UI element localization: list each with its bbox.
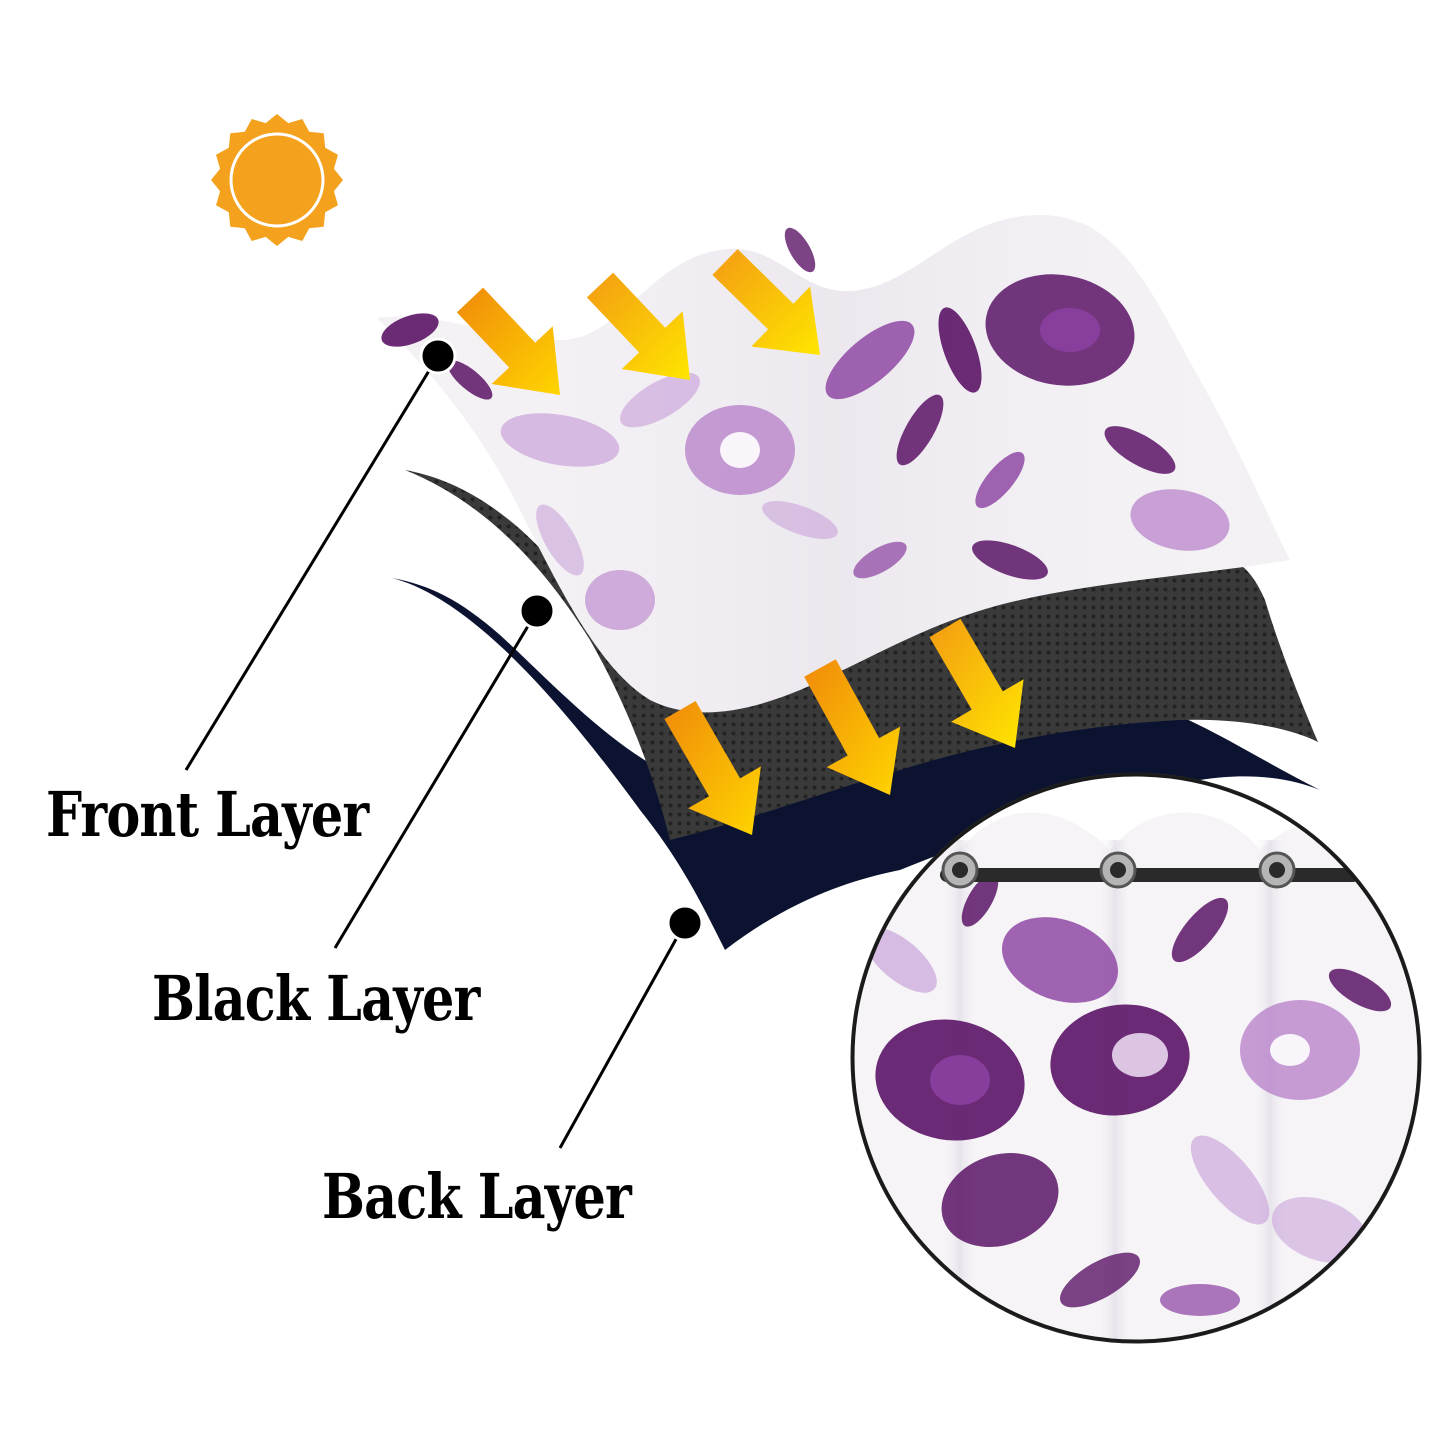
- floral-shape: [1060, 1252, 1140, 1308]
- sun-icon: [211, 114, 343, 246]
- floral-shape: [1190, 1135, 1270, 1225]
- floral-shape: [585, 570, 655, 630]
- floral-shape: [720, 432, 760, 468]
- floral-shape: [1160, 1284, 1240, 1316]
- floral-shape: [784, 227, 816, 273]
- floral-shape: [896, 394, 944, 466]
- floral-shape: [975, 451, 1025, 509]
- floral-shape: [381, 313, 439, 347]
- floral-shape: [1104, 426, 1176, 474]
- floral-shape: [1328, 968, 1392, 1012]
- floral-shape: [1040, 308, 1100, 352]
- floral-shape: [1112, 1033, 1168, 1077]
- back-layer-label: Back Layer: [322, 1160, 632, 1233]
- light-arrow-icon: [712, 249, 820, 355]
- floral-shape: [447, 360, 493, 400]
- floral-shape: [762, 501, 838, 539]
- leader-front: [184, 337, 457, 771]
- light-arrow-icon: [664, 701, 761, 835]
- floral-shape: [1171, 897, 1229, 963]
- light-arrow-icon: [456, 287, 560, 395]
- floral-shape: [872, 1269, 948, 1311]
- leader-black: [333, 592, 556, 949]
- floral-shape: [1270, 1034, 1310, 1066]
- black-layer-label: Black Layer: [152, 962, 480, 1035]
- floral-shape: [853, 541, 907, 579]
- floral-shape: [620, 372, 700, 428]
- light-arrows: [456, 249, 1024, 835]
- front-layer-label: Front Layer: [46, 778, 369, 851]
- leader-back: [558, 904, 704, 1149]
- floral-shape: [1130, 489, 1230, 551]
- floral-shape: [825, 320, 915, 400]
- floral-shape: [972, 540, 1048, 580]
- floral-shape: [1001, 917, 1119, 1003]
- light-arrow-icon: [929, 618, 1024, 748]
- floral-shape: [863, 927, 937, 993]
- floral-shape: [930, 1055, 990, 1105]
- curtain-inset: [850, 772, 1422, 1344]
- floral-shape: [941, 1152, 1059, 1248]
- floral-shape: [961, 873, 999, 927]
- floral-shape: [536, 504, 584, 576]
- floral-shape: [1271, 1197, 1369, 1263]
- front-layer: [377, 215, 1290, 713]
- floral-shape: [938, 307, 982, 393]
- floral-shape: [500, 413, 620, 467]
- light-arrow-icon: [804, 659, 901, 795]
- light-arrow-icon: [586, 272, 690, 380]
